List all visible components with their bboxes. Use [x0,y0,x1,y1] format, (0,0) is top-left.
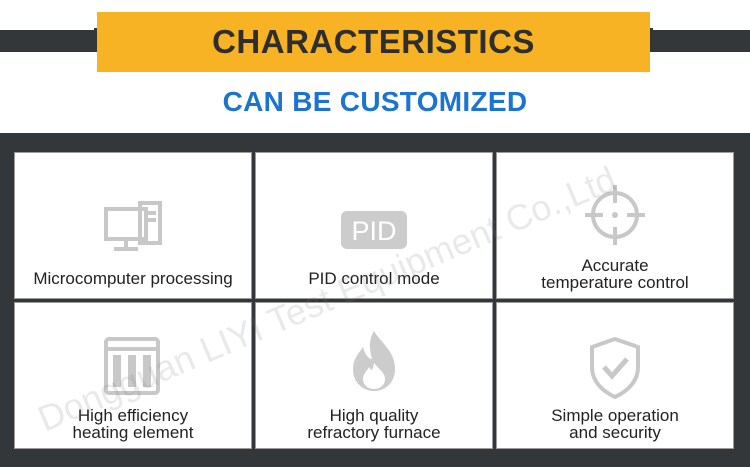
feature-label: High efficiency heating element [72,406,194,442]
crosshair-icon [580,183,650,247]
svg-text:PID: PID [351,216,396,246]
flame-icon [339,329,409,393]
feature-card-temperature: Accurate temperature control [496,152,734,299]
title-banner: CHARACTERISTICS [94,12,653,72]
feature-card-heating: High efficiency heating element [14,302,252,449]
page-title: CHARACTERISTICS [212,23,535,60]
feature-label: Microcomputer processing [33,269,233,288]
feature-card-pid: PID PID control mode [255,152,493,299]
feature-card-security: Simple operation and security [496,302,734,449]
feature-label: Simple operation and security [551,406,679,442]
feature-label: PID control mode [308,269,440,288]
shield-check-icon [580,335,650,400]
feature-label: High quality refractory furnace [307,406,441,442]
feature-card-microcomputer: Microcomputer processing [14,152,252,299]
features-grid: Microcomputer processing PID PID control… [14,152,734,449]
feature-label: Accurate temperature control [541,256,689,292]
heating-element-icon [98,333,168,397]
computer-icon [98,197,168,261]
banner-notch [650,28,653,36]
pid-icon: PID [339,197,409,261]
page-subtitle: CAN BE CUSTOMIZED [222,86,528,117]
banner-notch [94,28,97,36]
feature-card-furnace: High quality refractory furnace [255,302,493,449]
